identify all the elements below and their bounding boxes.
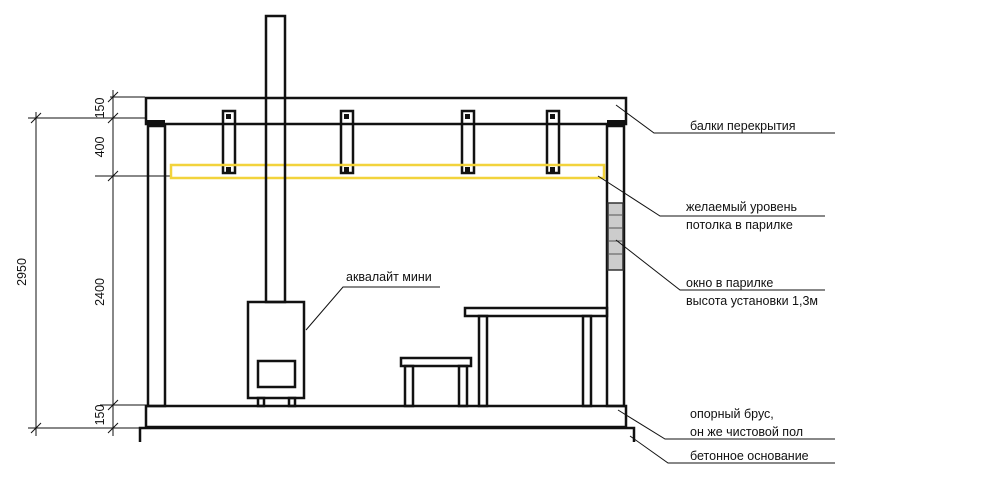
label-support-line1: опорный брус, (690, 407, 774, 421)
label-window-line2: высота установки 1,3м (686, 294, 818, 308)
floor-beam (144, 404, 628, 429)
sauna-window (607, 202, 624, 271)
label-stove: аквалайт мини (346, 270, 432, 284)
leader-support (617, 409, 835, 440)
hanger (545, 109, 561, 175)
dim-gap-text: 400 (93, 137, 107, 158)
desired-ceiling-level (169, 163, 606, 180)
label-beams: балки перекрытия (690, 119, 796, 133)
dimension-lines: 2950 150 400 2400 150 (15, 90, 172, 436)
dim-total-text: 2950 (15, 258, 29, 286)
label-ceiling-line1: желаемый уровень (686, 200, 797, 214)
leader-ceiling (597, 175, 825, 217)
chimney (264, 14, 287, 304)
label-foundation: бетонное основание (690, 449, 809, 463)
dim-height-text: 2400 (93, 278, 107, 306)
dim-beam-text: 150 (93, 98, 107, 119)
left-wall (146, 124, 167, 408)
ceiling-beam (144, 96, 628, 126)
bench-high (463, 306, 609, 408)
hanger (221, 109, 237, 175)
leader-window (615, 239, 825, 291)
leader-foundation (629, 435, 835, 464)
label-window-line1: окно в парилке (686, 276, 773, 290)
leader-lines (305, 104, 835, 464)
stove-door (256, 359, 297, 389)
labels: балки перекрытия желаемый уровень потолк… (346, 119, 818, 463)
hanger (339, 109, 355, 175)
foundation (138, 426, 636, 442)
label-ceiling-line2: потолка в парилке (686, 218, 793, 232)
stove (246, 14, 306, 408)
leader-beams (615, 104, 835, 134)
bench-low (399, 356, 473, 408)
leader-stove (305, 286, 440, 331)
dim-floor-text: 150 (93, 405, 107, 426)
building (138, 96, 636, 442)
stove-body (246, 300, 306, 400)
hanger (460, 109, 476, 175)
label-support-line2: он же чистовой пол (690, 425, 803, 439)
ceiling-hangers (221, 109, 561, 175)
